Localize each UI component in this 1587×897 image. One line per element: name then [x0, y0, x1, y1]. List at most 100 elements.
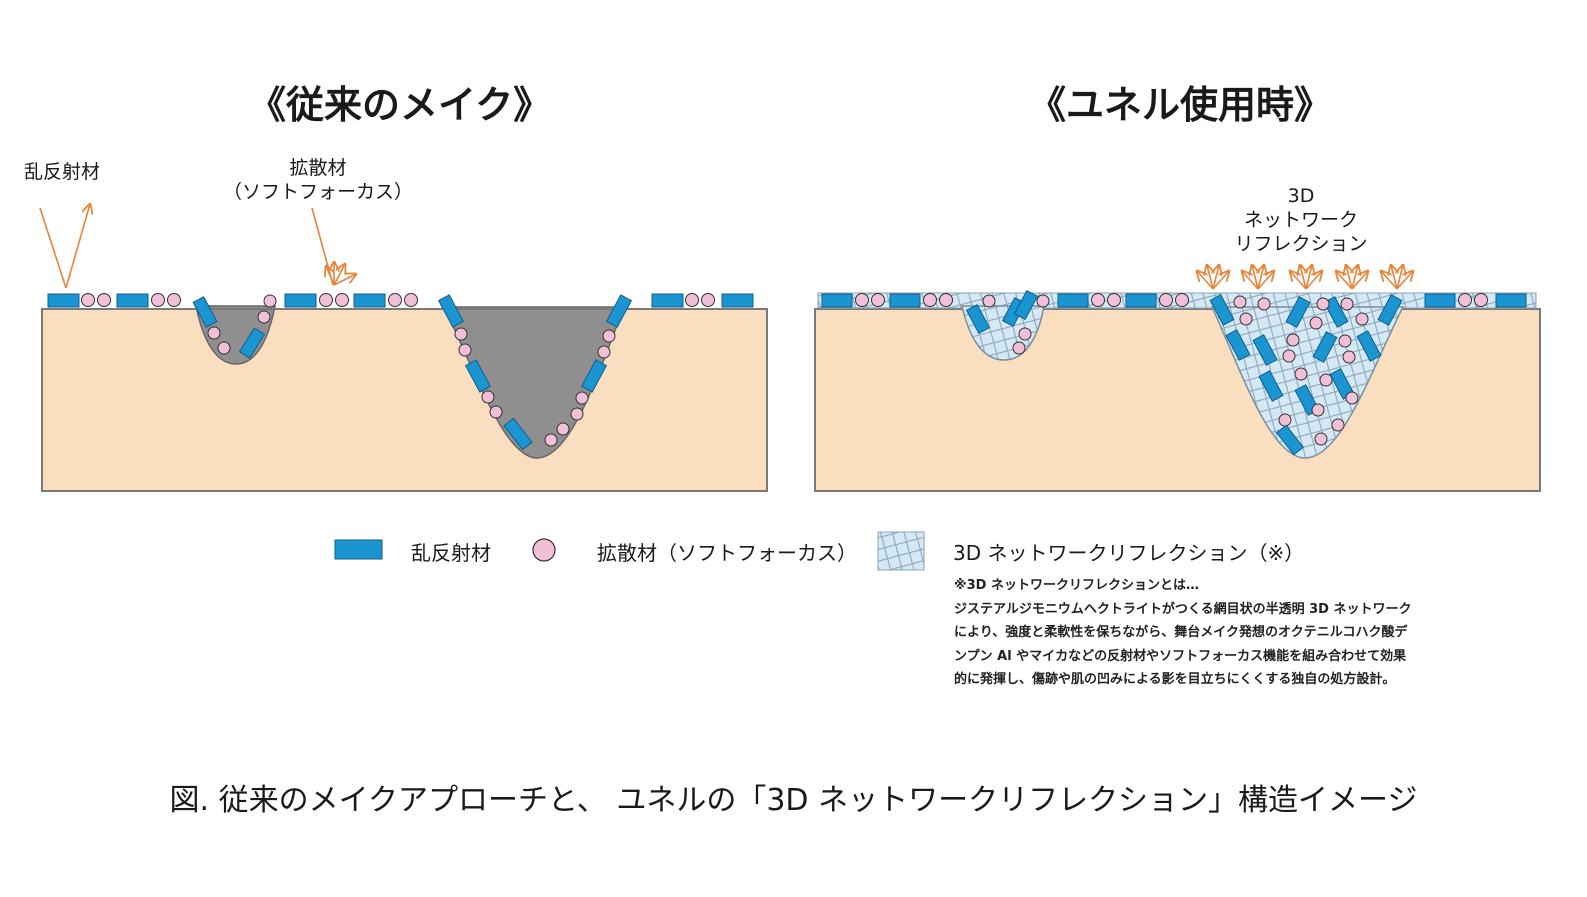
- diffuser-callout-line1: 拡散材: [289, 157, 347, 179]
- reflection-arrow-left: [39, 204, 90, 289]
- reflection-arrow: [1381, 271, 1398, 290]
- reflector-particle: [1275, 424, 1305, 456]
- diffuser-callout-label: 拡散材 （ソフトフォーカス）: [218, 156, 418, 204]
- diffuser-particle: [570, 407, 584, 421]
- reflector-particle: [284, 293, 317, 308]
- reflector-callout-label: 乱反射材: [24, 161, 101, 183]
- diffuser-particle: [81, 293, 95, 307]
- reflector-particle: [1323, 296, 1349, 328]
- reflector-particle: [965, 304, 991, 334]
- diffuser-particle: [1018, 327, 1032, 341]
- diffuser-particle: [1239, 312, 1253, 326]
- diffuser-particle: [1314, 432, 1328, 446]
- reflection-arrow: [1257, 271, 1274, 290]
- network-callout-line3: リフレクション: [1234, 233, 1368, 255]
- reflector-particle: [721, 293, 754, 308]
- reflector-particle: [437, 294, 465, 328]
- reflector-particle: [651, 293, 684, 308]
- reflector-particle: [1057, 293, 1089, 308]
- legend-reflector-label: 乱反射材: [411, 541, 491, 565]
- reflector-particle: [1225, 329, 1251, 361]
- diffuser-particle: [167, 293, 181, 307]
- diffuser-particle: [597, 345, 611, 359]
- right-panel: [814, 265, 1541, 492]
- reflector-particle: [1424, 293, 1456, 308]
- reflector-particle: [1312, 331, 1338, 363]
- diffuser-particle: [1311, 403, 1325, 417]
- network-note-line: ンプン Al やマイカなどの反射材やソフトフォーカス機能を組み合わせて効果: [954, 648, 1407, 664]
- reflection-arrow: [1252, 265, 1258, 290]
- diffuser-particle: [1345, 391, 1359, 405]
- diffuser-particle: [1338, 334, 1352, 348]
- reflector-particle: [1495, 293, 1527, 308]
- left-panel-title: 《従来のメイク》: [248, 83, 552, 127]
- reflector-particle: [353, 293, 386, 308]
- legend-diffuser-label: 拡散材（ソフトフォーカス）: [597, 541, 857, 565]
- diffuser-particle: [1278, 413, 1292, 427]
- diffuser-particle: [1257, 297, 1271, 311]
- diffuser-particle: [1091, 293, 1105, 307]
- reflector-particle: [238, 327, 266, 359]
- reflector-particle: [889, 293, 921, 308]
- network-reflection-arrows: [1197, 265, 1413, 290]
- reflector-particle: [1356, 330, 1382, 362]
- reflector-particle: [1258, 370, 1284, 402]
- diffuser-particle: [388, 293, 402, 307]
- figure-caption: 図. 従来のメイクアプローチと、 ユネルの「3D ネットワークリフレクション」構…: [169, 783, 1418, 818]
- diffuser-callout-line2: （ソフトフォーカス）: [222, 181, 413, 203]
- legend-diffuser-swatch: [532, 538, 556, 562]
- diffuser-particle: [1474, 293, 1488, 307]
- diffuser-particle: [1458, 293, 1472, 307]
- reflection-arrow: [1300, 265, 1306, 290]
- diffuser-particle: [1342, 350, 1356, 364]
- diffuser-particle: [871, 293, 885, 307]
- reflection-arrow: [1212, 271, 1229, 290]
- network-note: ※3D ネットワークリフレクションとは… ジステアルジモニウムヘクトライトがつく…: [954, 574, 1412, 692]
- diffuser-particle: [982, 294, 996, 308]
- legend: [334, 531, 925, 571]
- diffuser-particle: [701, 293, 715, 307]
- reflection-arrow: [1391, 265, 1397, 290]
- diffuser-particle: [1159, 293, 1173, 307]
- diffuser-particle: [1355, 312, 1369, 326]
- diffuser-particle: [1233, 295, 1247, 309]
- reflector-particle: [1252, 334, 1278, 366]
- reflector-particle: [1125, 293, 1157, 308]
- reflection-arrow: [1352, 265, 1358, 290]
- diffuser-particle: [454, 327, 468, 341]
- reflector-particle: [1377, 294, 1403, 326]
- diffuser-particle: [458, 343, 472, 357]
- reflector-particle: [1013, 290, 1039, 320]
- diffuser-particle: [1294, 367, 1308, 381]
- diffuse-arrow-left: [311, 207, 356, 286]
- reflection-arrow: [1306, 265, 1312, 290]
- diffuser-particle: [1286, 333, 1300, 347]
- diffuser-particle: [1107, 293, 1121, 307]
- diffuser-particle: [544, 433, 558, 447]
- reflector-particle: [503, 417, 533, 451]
- reflector-particle: [47, 293, 80, 308]
- diffuser-particle: [217, 341, 231, 355]
- reflection-arrow: [1290, 271, 1307, 290]
- legend-network-swatch: [877, 531, 925, 571]
- diffuser-particle: [151, 293, 165, 307]
- diffuser-particle: [207, 326, 221, 340]
- diffuser-particle: [1282, 349, 1296, 363]
- right-skin-block: [814, 308, 1541, 492]
- left-skin-block: [41, 308, 768, 492]
- diffuser-particle: [855, 293, 869, 307]
- reflection-arrow: [1258, 265, 1264, 290]
- diffuser-particle: [1309, 316, 1323, 330]
- legend-reflector-swatch: [334, 539, 383, 560]
- diffuser-particle: [319, 293, 333, 307]
- diffuser-particle: [939, 293, 953, 307]
- left-panel: [39, 204, 768, 492]
- reflector-particle: [605, 294, 633, 328]
- reflection-arrow: [1197, 271, 1214, 290]
- diffuser-particle: [575, 391, 589, 405]
- reflection-arrow: [1207, 265, 1213, 290]
- network-callout-label: 3D ネットワーク リフレクション: [1201, 184, 1401, 256]
- reflector-particle: [464, 359, 492, 393]
- reflection-arrow: [1242, 271, 1259, 290]
